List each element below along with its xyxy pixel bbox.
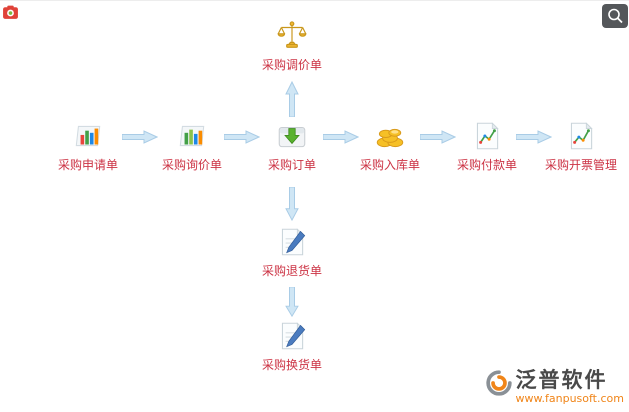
node-label: 采购调价单 [261, 58, 322, 72]
arrow-down-icon [285, 286, 299, 318]
flow-node-purchase-order[interactable]: 采购订单 [247, 119, 337, 172]
arrow-down-icon [285, 186, 299, 222]
arrow-up-icon [285, 80, 299, 118]
node-label: 采购询价单 [161, 158, 222, 172]
camera-icon[interactable] [2, 4, 19, 21]
balance-scales-icon [275, 19, 309, 53]
bar-chart-icon [71, 119, 105, 153]
pen-document-icon [275, 319, 309, 353]
chart-document-icon [564, 119, 598, 153]
flow-node-purchase-payment[interactable]: 采购付款单 [442, 119, 532, 172]
zoom-icon[interactable] [602, 4, 628, 28]
pen-document-icon [275, 225, 309, 259]
fanpu-logo-icon [485, 370, 512, 396]
brand-website: www.fanpusoft.com [515, 392, 624, 405]
node-label: 采购订单 [267, 158, 316, 172]
flow-node-purchase-request[interactable]: 采购申请单 [43, 119, 133, 172]
flow-node-purchase-return[interactable]: 采购退货单 [247, 225, 337, 278]
arrow-right-icon [121, 129, 159, 144]
arrow-right-icon [322, 129, 360, 144]
node-label: 采购换货单 [261, 358, 322, 372]
node-label: 采购付款单 [456, 158, 517, 172]
flow-node-purchase-inbound[interactable]: 采购入库单 [345, 119, 435, 172]
order-box-icon [275, 119, 309, 153]
node-label: 采购退货单 [261, 264, 322, 278]
flow-node-price-adjust[interactable]: 采购调价单 [247, 19, 337, 72]
node-label: 采购申请单 [57, 158, 118, 172]
flow-node-purchase-inquiry[interactable]: 采购询价单 [147, 119, 237, 172]
arrow-right-icon [419, 129, 457, 144]
chart-document-icon [470, 119, 504, 153]
node-label: 采购入库单 [359, 158, 420, 172]
bar-chart-icon [175, 119, 209, 153]
flow-node-invoice-management[interactable]: 采购开票管理 [536, 119, 626, 172]
brand-watermark: 泛普软件 www.fanpusoft.com [485, 368, 624, 405]
flow-node-purchase-exchange[interactable]: 采购换货单 [247, 319, 337, 372]
arrow-right-icon [515, 129, 553, 144]
gold-coins-icon [373, 119, 407, 153]
node-label: 采购开票管理 [544, 158, 617, 172]
arrow-right-icon [223, 129, 261, 144]
brand-name: 泛普软件 [515, 368, 608, 392]
